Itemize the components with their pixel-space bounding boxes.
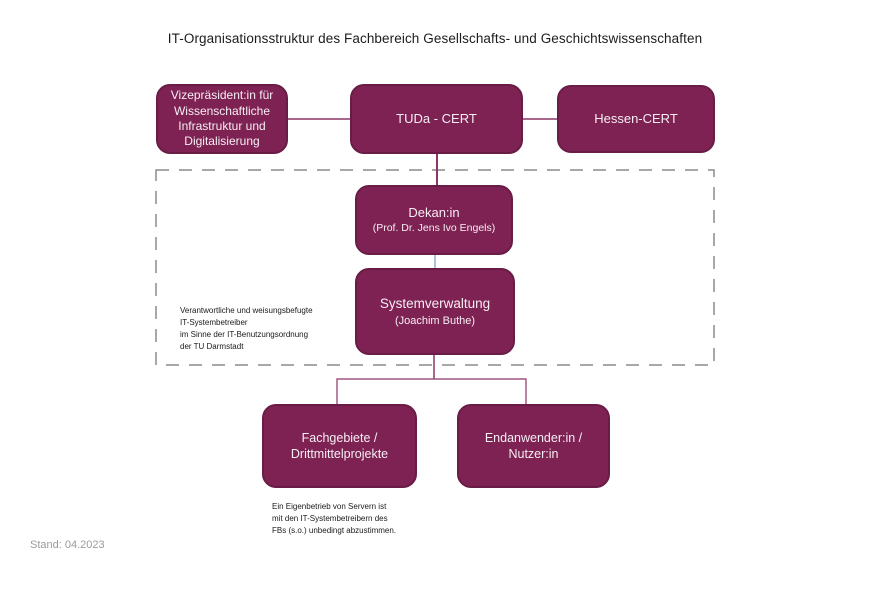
dashed-box-note: Verantwortliche und weisungsbefugte IT-S…: [180, 306, 313, 351]
node-systemverwaltung: Systemverwaltung (Joachim Buthe): [355, 268, 515, 355]
node-endanwender: Endanwender:in / Nutzer:in: [457, 404, 610, 488]
dashed-boundary: [155, 169, 715, 366]
node-hessen-cert: Hessen-CERT: [557, 85, 715, 153]
node-dekan: Dekan:in (Prof. Dr. Jens Ivo Engels): [355, 185, 513, 255]
node-systemverwaltung-person: (Joachim Buthe): [394, 314, 476, 327]
node-tuda-cert: TUDa - CERT: [350, 84, 523, 154]
connector-branch: [336, 378, 527, 405]
page-title: IT-Organisationsstruktur des Fachbereich…: [167, 31, 703, 46]
node-fachgebiete: Fachgebiete / Drittmittelprojekte: [262, 404, 417, 488]
node-systemverwaltung-title: Systemverwaltung: [379, 295, 491, 311]
version-date-label: Stand: 04.2023: [30, 539, 105, 551]
node-vizepraesident: Vizepräsident:in für Wissenschaftliche I…: [156, 84, 288, 154]
server-note: Ein Eigenbetrieb von Servern ist mit den…: [272, 502, 397, 535]
node-dekan-title: Dekan:in: [408, 204, 460, 220]
node-dekan-person: (Prof. Dr. Jens Ivo Engels): [372, 222, 496, 235]
